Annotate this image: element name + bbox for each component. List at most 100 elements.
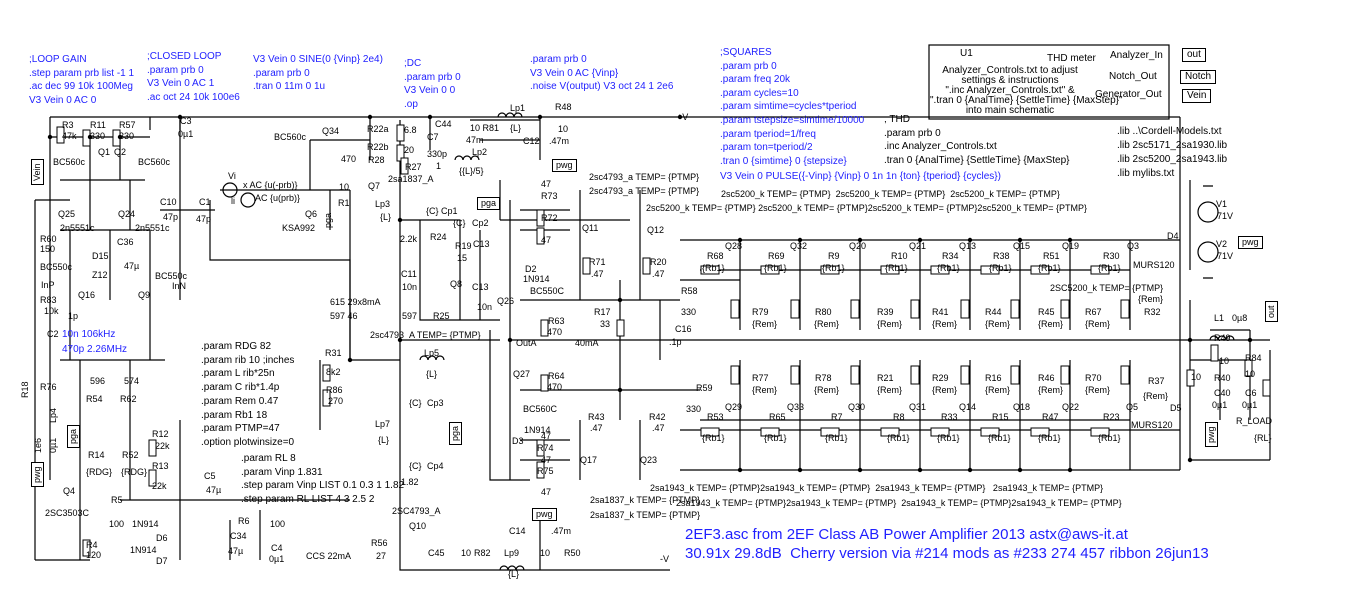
base-resistor [980,427,1000,437]
labels-label: R34 [942,251,959,261]
labels-label: .47m [549,136,570,146]
labels-label: R54 [86,394,103,404]
labels-label: {Rb1} [937,263,960,273]
labels-label: {Rem} [877,385,903,395]
junction-dot [47,134,53,140]
base-resistor [700,265,720,275]
labels-label: {C} [453,218,466,228]
junction-dot [1187,337,1193,343]
labels-label: 47 [541,455,552,465]
labels-label: R51 [1043,251,1060,261]
labels-label: R6 [238,516,250,526]
labels-label: R17 [594,307,611,317]
labels-label: {Rem} [814,319,840,329]
labels-label: R1 [338,198,350,208]
labels-label: R19 [455,241,472,251]
labels-label: R78 [815,373,832,383]
labels-label: Q10 [409,521,427,531]
labels-label: Lp5 [424,348,440,358]
labels-label: pga [323,212,333,228]
labels-label: {Rem} [877,319,903,329]
labels-label: 2sc4793_A TEMP= {PTMP} [370,330,481,340]
labels-label: Q32 [790,241,808,251]
labels-label: -V [660,554,669,564]
base-resistor [760,265,780,275]
labels-label: 330 [90,131,106,141]
junction-dot [857,237,863,243]
labels-label: 10 R81 [470,123,500,133]
resistor [1210,344,1219,362]
labels-label: {Rb1} [1038,433,1061,443]
junction-dot [397,217,403,223]
labels-label: 22k [155,441,170,451]
sine-directives: V3 Vein 0 SINE(0 {Vinp} 2e4).param prb 0… [253,54,383,93]
labels-label: {Rem} [752,385,778,395]
squares-directives: ;SQUARES.param prb 0.param freq 20k.para… [720,47,865,167]
vein-flag: Vein [1182,89,1212,103]
labels-label: {Rb1} [988,433,1011,443]
resistor [396,124,405,142]
labels-label: 10 [1219,356,1230,366]
labels-label: 2sa1943_k TEMP= {PTMP}2sa1943_k TEMP= {P… [650,483,1104,493]
labels-label: R83 [40,295,57,305]
labels-label: 15 [457,253,468,263]
labels-label: 10 [1245,369,1256,379]
labels-label: Q20 [849,241,867,251]
labels-label: CCS 22mA [306,551,352,561]
emitter-resistor [910,299,920,319]
labels-label: {L} [380,212,392,222]
labels-label: C13 [472,282,489,292]
labels-label: BC560c [274,132,307,142]
blue_labels-label: 10n 106kHz [62,329,116,340]
labels-label: R38 [993,251,1010,261]
labels-label: Lp7 [375,419,391,429]
emitter-resistor [1010,299,1020,319]
labels-label: {Rem} [1038,385,1064,395]
junction-dot [617,297,623,303]
labels-label: Q6 [305,209,318,219]
net-flag: pga [67,424,80,448]
labels-label: BC560c [53,157,86,167]
labels-label: C6 [1245,388,1257,398]
labels-label: Q15 [1013,241,1031,251]
labels-label: R37 [1148,376,1165,386]
labels-label: {C} [409,398,422,408]
labels-label: R29 [932,373,949,383]
labels-label: Q34 [322,126,340,136]
labels-label: {Rb1} [1098,263,1121,273]
labels-label: 1N914 [524,425,551,435]
base-resistor [820,265,840,275]
base-resistor [1090,427,1110,437]
labels-label: R24 [430,232,447,242]
labels-label: R80 [815,307,832,317]
labels-label: V1 [1216,199,1228,209]
junction-dot [537,114,543,120]
labels-label: D15 [92,251,109,261]
labels-label: C44 [435,119,452,129]
labels-label: {Rb1} [764,433,787,443]
labels-label: Q1 [98,147,111,157]
labels-label: R71 [589,257,606,267]
labels-label: {Rem} [985,319,1011,329]
labels-label: {L} [510,123,522,133]
labels-label: 1e6 [33,437,43,453]
labels-label: R82 [474,548,491,558]
labels-label: 33 [600,319,611,329]
resistor [1186,369,1195,387]
labels-label: C45 [428,548,445,558]
labels-label: 47p [163,212,179,222]
labels-label: R7 [831,412,843,422]
labels-label: R63 [548,316,565,326]
labels-label: R28 [368,155,385,165]
labels-label: 330 [681,307,697,317]
resistor [400,157,409,175]
labels-label: Q28 [725,241,743,251]
labels-label: KSA992 [282,223,316,233]
labels-label: R22a [367,124,389,134]
labels-label: Q9 [138,290,151,300]
labels-label: R13 [152,461,169,471]
labels-label: x AC {u(-prb)} [243,180,298,190]
resistor [540,374,549,392]
labels-label: 2sc4793_a TEMP= {PTMP} [589,172,700,182]
labels-label: Q29 [725,402,743,412]
